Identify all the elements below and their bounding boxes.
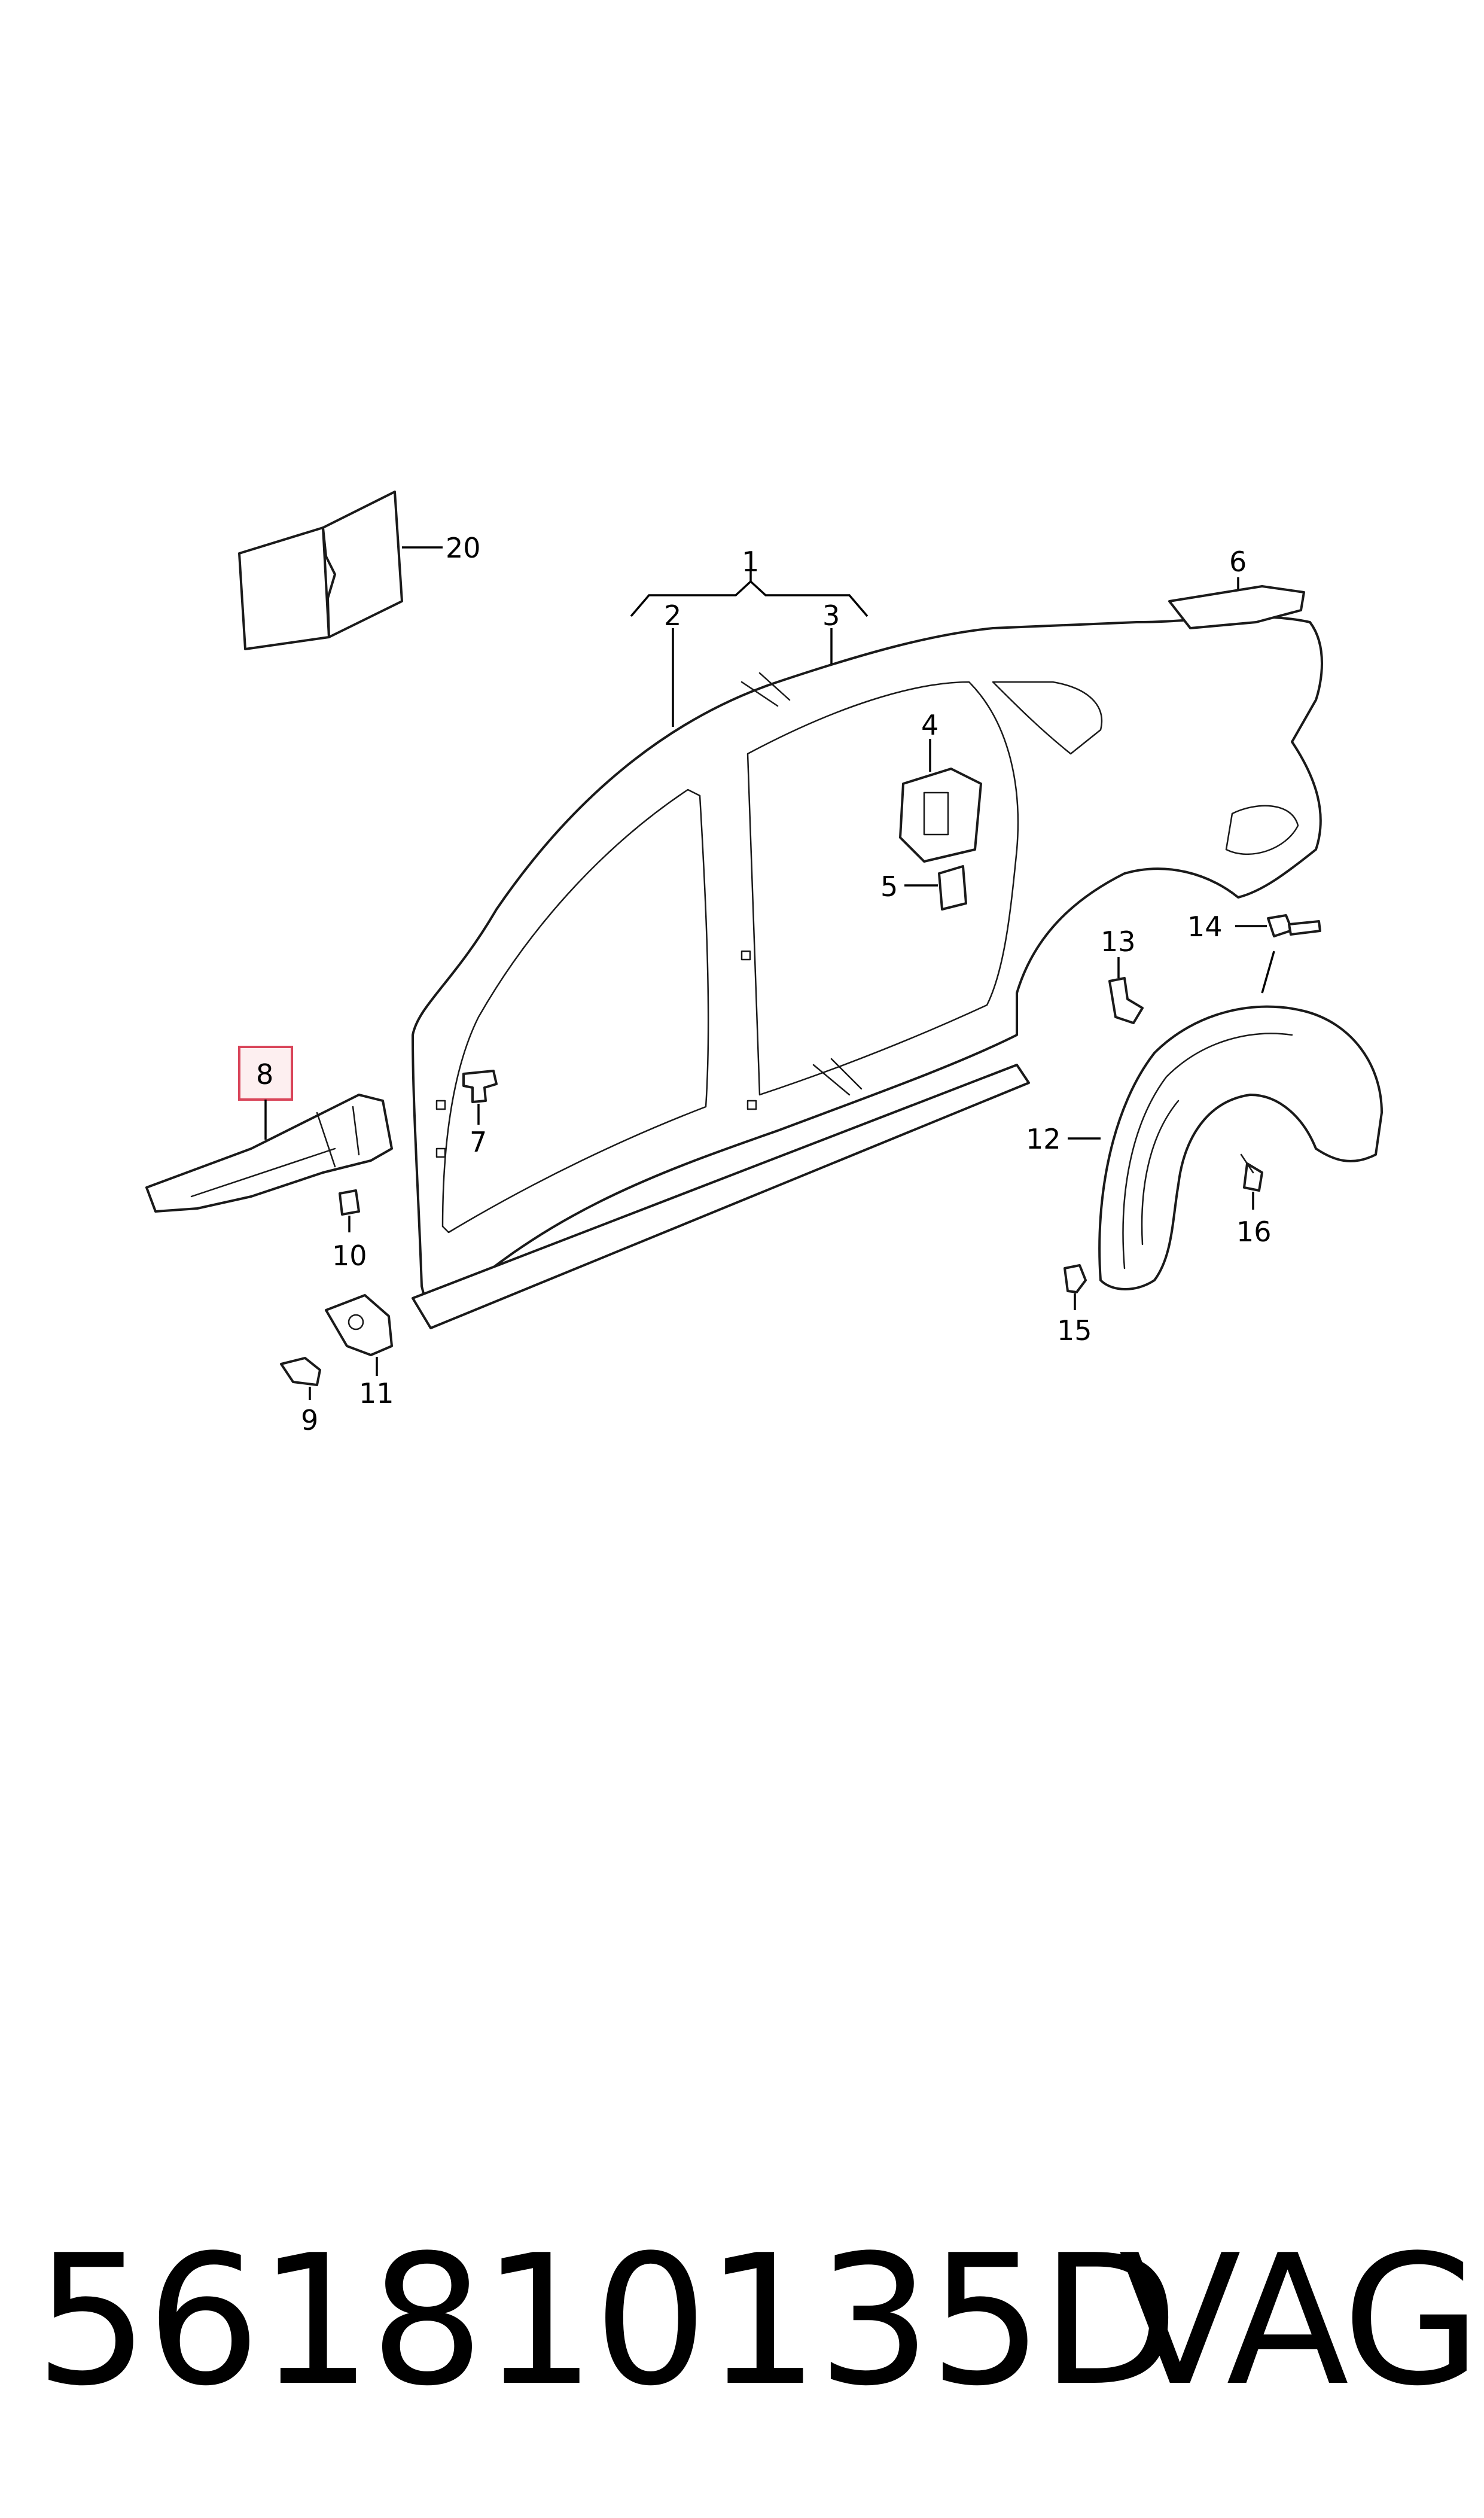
callout-1: 1 xyxy=(742,546,759,578)
part-13-clip xyxy=(1108,977,1144,1024)
brand-name: VAG xyxy=(1119,2216,1481,2425)
side-panel-body xyxy=(412,616,1323,1329)
part-8-front-member xyxy=(145,1094,393,1213)
part-11-bracket xyxy=(325,1294,393,1356)
part-16-bolt xyxy=(1240,1153,1263,1192)
callout-4: 4 xyxy=(921,709,938,741)
part-9-bracket xyxy=(280,1357,321,1386)
callout-11: 11 xyxy=(359,1377,394,1409)
callout-9: 9 xyxy=(301,1404,318,1436)
part-14-bolt xyxy=(1267,914,1321,937)
part-20-insulation-pad xyxy=(238,491,403,650)
callout-6: 6 xyxy=(1229,546,1247,578)
callout-5: 5 xyxy=(880,870,898,903)
part-5-bracket xyxy=(938,865,967,911)
callout-2: 2 xyxy=(664,599,681,632)
callout-8: 8 xyxy=(256,1058,273,1091)
part-7-clip xyxy=(462,1070,498,1103)
callout-20: 20 xyxy=(446,532,481,564)
part-15-clip xyxy=(1064,1264,1087,1293)
callout-13: 13 xyxy=(1101,925,1136,958)
callout-15: 15 xyxy=(1057,1314,1092,1347)
callout-3: 3 xyxy=(822,599,840,632)
part-6-rear-bracket xyxy=(1168,585,1305,629)
callout-12: 12 xyxy=(1026,1123,1061,1155)
callout-8-highlight-box xyxy=(238,1046,293,1101)
part-4-reinforcement xyxy=(899,768,982,863)
part-10-nut xyxy=(339,1189,360,1216)
callout-16: 16 xyxy=(1236,1216,1272,1248)
part-number: 561810135D xyxy=(35,2216,1179,2425)
callout-14: 14 xyxy=(1187,911,1223,943)
callout-7: 7 xyxy=(470,1126,487,1158)
part-12-wheel-housing-liner xyxy=(1098,1005,1383,1290)
callout-10: 10 xyxy=(332,1240,367,1272)
